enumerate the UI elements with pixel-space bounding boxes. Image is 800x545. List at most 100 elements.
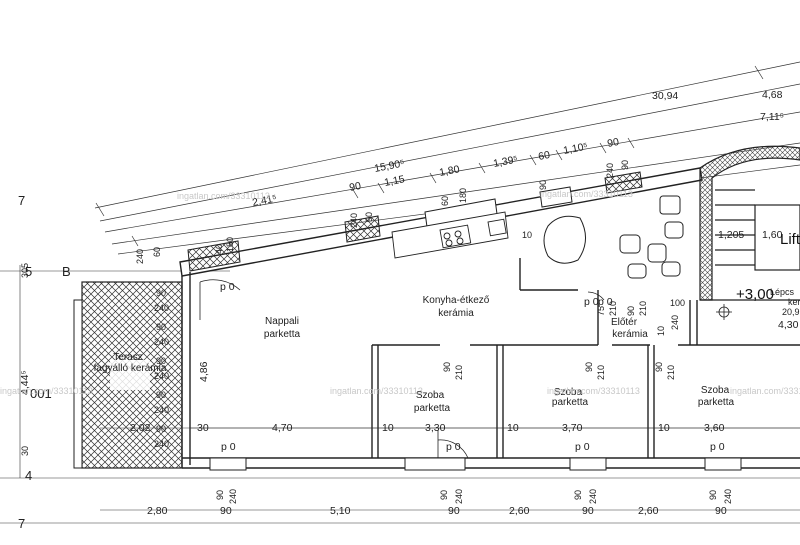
dimension-label: 240 <box>670 315 680 330</box>
room-eloter-floor: kerámia <box>612 329 648 340</box>
stair-floor: ker <box>788 297 800 307</box>
grid-label-7-top: 7 <box>18 193 25 208</box>
watermarks: ingatlan.com/33310113 ingatlan.com/33310… <box>0 189 800 396</box>
dimension-label: 90 <box>654 362 664 372</box>
dimension-label: ingatlan.com/33310113 <box>177 191 270 201</box>
dimension-label: 1,205 <box>718 229 744 241</box>
dimension-label: 10 <box>658 422 670 434</box>
dimension-label: 240 <box>154 371 169 381</box>
dimension-label: 90 <box>584 362 594 372</box>
dimension-label: 240 <box>228 489 238 504</box>
dim-left-445: 4,44⁵ <box>19 370 31 395</box>
dimension-label: 180 <box>458 188 468 203</box>
dimension-label: 90 <box>708 490 718 500</box>
dimension-label: 240 <box>154 337 169 347</box>
dimension-label: 3,70 <box>562 422 583 434</box>
dimension-label: 240 <box>723 489 733 504</box>
bottom-windows <box>209 457 742 471</box>
inner-dim-labels: 2,02 30 4,70 10 3,30 10 3,70 10 3,60 4,8… <box>130 230 725 434</box>
dimension-label: 210 <box>666 365 676 380</box>
dimension-label: p 0 <box>220 281 235 293</box>
dimension-label: 90 <box>156 322 166 332</box>
grid-label-b: B <box>62 264 71 279</box>
doors <box>199 279 605 459</box>
room-terasz: Terasz <box>113 352 142 363</box>
kitchen-counter <box>391 211 509 259</box>
dimension-label: 1,39⁵ <box>492 153 519 170</box>
dimension-label: 40 <box>214 244 224 254</box>
dimension-label: 30,94 <box>652 90 678 102</box>
dimension-label: 240 <box>588 489 598 504</box>
staircase <box>699 145 800 301</box>
dimension-label: 15,90⁵ <box>373 157 405 175</box>
room-nappali: Nappali <box>265 316 299 327</box>
stair-area: 20,9 <box>782 307 800 317</box>
dimension-label: 90 <box>573 490 583 500</box>
dimension-label: ingatlan.com/33310113 <box>0 386 93 396</box>
dimension-label: 90 <box>715 505 727 517</box>
dimension-label: 100 <box>670 298 685 308</box>
p0-labels: p 0 p 0 p 0 p 0 p 0 p 0 p 0 <box>220 281 725 453</box>
dimension-label: 90 <box>364 212 374 222</box>
dimension-label: 210 <box>454 365 464 380</box>
dimension-label: 90 <box>156 390 166 400</box>
dimension-label: 180 <box>225 237 235 252</box>
dimension-label: 90 <box>448 505 460 517</box>
dimension-label: 90 <box>156 356 166 366</box>
dimension-label: 210 <box>596 365 606 380</box>
bottom-dim-labels: 2,80 90 5,10 90 2,60 90 2,60 90 90 240 9… <box>147 489 733 517</box>
grid-label-5: 5 <box>25 264 32 279</box>
dimension-label: 2,60 <box>509 505 530 517</box>
dimension-label: 7,11⁵ <box>760 111 784 123</box>
dimension-label: p 0 <box>575 441 590 453</box>
grid-label-4: 4 <box>25 468 32 483</box>
dimension-label: 90 <box>538 180 548 190</box>
dimension-label: 210 <box>638 301 648 316</box>
dimension-label: 90 <box>215 490 225 500</box>
dimension-label: 90 <box>348 180 362 194</box>
dimension-label: 10 <box>522 230 532 240</box>
dim-left-305: 305 <box>20 263 30 278</box>
room-nappali-floor: parketta <box>264 329 301 340</box>
dimension-label: 10 <box>382 422 394 434</box>
dimension-label: 90 <box>156 424 166 434</box>
terrace-dim-labels: 90 240 90 240 90 240 90 240 90 240 <box>154 288 169 449</box>
dimension-label: 90 <box>626 306 636 316</box>
grid-label-7-bottom: 7 <box>18 516 25 531</box>
dimension-label: 2,02 <box>130 422 151 434</box>
dimension-label: 60 <box>152 247 162 257</box>
stair-label: Lépcs <box>770 287 795 297</box>
dimension-label: 240 <box>605 163 615 178</box>
grid-code: 001 <box>30 386 52 401</box>
dimension-label: 240 <box>454 489 464 504</box>
dimension-label: 240 <box>154 303 169 313</box>
room-eloter: Előtér <box>611 317 638 328</box>
dimension-label: ingatlan.com/33310113 <box>330 386 423 396</box>
dimension-label: 4,70 <box>272 422 293 434</box>
level-marker-icon <box>716 304 732 320</box>
stair-width: 4,30 <box>778 319 799 331</box>
dim-left-30: 30 <box>20 446 30 456</box>
dimension-label: 2,60 <box>638 505 659 517</box>
dimension-label: 4,68 <box>762 89 783 101</box>
dimension-label: 210 <box>608 301 618 316</box>
dimension-label: 2,41⁵ <box>251 192 278 209</box>
room-szoba-2-floor: parketta <box>552 397 589 408</box>
dimension-label: 3,30 <box>425 422 446 434</box>
room-konyha-floor: kerámia <box>438 308 474 319</box>
dimension-label: p 0 <box>221 441 236 453</box>
dimension-label: 90 <box>442 362 452 372</box>
dimension-label: p 0 <box>584 296 599 308</box>
dimension-label: p 0 <box>446 441 461 453</box>
room-szoba-1: Szoba <box>416 390 445 401</box>
dimension-label: 30 <box>197 422 209 434</box>
dimension-label: 240 <box>349 213 359 228</box>
dimension-label: 90 <box>439 490 449 500</box>
room-szoba-3-floor: parketta <box>698 397 735 408</box>
dimension-label: 60 <box>537 149 551 163</box>
dimension-label: 90 <box>582 505 594 517</box>
dimension-label: p 0 <box>598 296 613 308</box>
level-value: +3,00 <box>736 286 774 303</box>
